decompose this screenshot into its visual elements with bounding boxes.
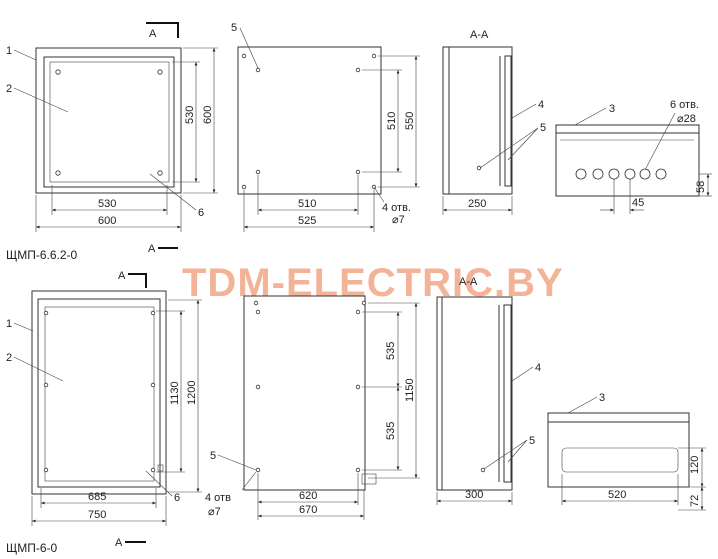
callout-2-top: 2	[6, 83, 12, 95]
callout-3-top: 3	[609, 103, 615, 115]
top-front-view: А 1 2 6 530 600 530 600 А ЩМП	[6, 22, 218, 262]
dim-bottom-back-h: 1150	[404, 378, 416, 402]
callout-6-bottom: 6	[174, 492, 180, 504]
section-mark-bottom: А	[118, 270, 126, 282]
dim-top-side-depth: 250	[468, 198, 486, 210]
section-mark-top-bottom: А	[148, 243, 156, 255]
dim-bottom-plan-h2: 72	[689, 495, 701, 507]
callout-6-top: 6	[198, 207, 204, 219]
dim-top-front-outer-h: 600	[202, 106, 214, 124]
dim-bottom-side-depth: 300	[465, 489, 483, 501]
dim-bottom-back-hole-w: 620	[299, 490, 317, 502]
dim-top-bottom-height: 58	[695, 181, 707, 193]
note-top-bottom-holes-dia: ⌀28	[677, 113, 696, 125]
dim-top-front-outer-w: 600	[98, 215, 116, 227]
callout-5-top-section: 5	[540, 122, 546, 134]
dim-bottom-back-w: 670	[299, 504, 317, 516]
dim-bottom-back-hole-h1: 535	[385, 342, 397, 360]
note-top-back-holes-count: 4 отв.	[382, 202, 411, 214]
dim-top-front-inner-w: 530	[98, 198, 116, 210]
dim-top-back-h: 550	[404, 112, 416, 130]
note-bottom-back-holes-count: 4 отв	[205, 492, 231, 504]
callout-4-bottom: 4	[535, 362, 541, 374]
callout-1-bottom: 1	[6, 318, 12, 330]
dim-bottom-front-outer-h: 1200	[186, 381, 198, 405]
model-label-bottom: ЩМП-6-0	[6, 541, 58, 555]
dim-bottom-plan-h1: 120	[689, 456, 701, 474]
top-back-view: 5 510 525 510 550 4 отв. ⌀7	[231, 22, 420, 232]
dim-top-front-inner-h: 530	[184, 106, 196, 124]
callout-5-bottom-back: 5	[210, 450, 216, 462]
section-title-top: А-А	[470, 29, 489, 41]
dim-top-back-w: 525	[298, 215, 316, 227]
dim-top-back-hole-w: 510	[298, 198, 316, 210]
callout-5-top-back: 5	[231, 22, 237, 34]
section-title-bottom: А-А	[459, 276, 478, 288]
dim-bottom-plan-w: 520	[608, 489, 626, 501]
note-top-back-holes-dia: ⌀7	[392, 214, 405, 226]
top-plan-view: 3 6 отв. ⌀28 45 58	[555, 99, 712, 214]
dim-bottom-front-inner-h: 1130	[169, 381, 181, 405]
model-label-top: ЩМП-6.6.2-0	[6, 248, 78, 262]
dim-bottom-front-outer-w: 750	[88, 509, 106, 521]
note-top-bottom-holes-count: 6 отв.	[670, 99, 699, 111]
note-bottom-back-holes-dia: ⌀7	[208, 506, 221, 518]
callout-4-top: 4	[538, 99, 544, 111]
top-section-view: А-А 4 5 250	[442, 29, 546, 215]
callout-3-bottom: 3	[599, 392, 605, 404]
section-mark-top: А	[149, 28, 157, 40]
bottom-plan-view: 3 120 72 520	[547, 392, 706, 511]
watermark: TDM-ELECTRIC.BY	[182, 261, 564, 305]
bottom-front-view: А 1 2 6 685 750 1130 1200 А	[6, 270, 202, 555]
dim-bottom-back-hole-h2: 535	[385, 422, 397, 440]
bottom-section-view: А-А 4 5 300	[436, 276, 541, 505]
section-mark-bottom-bottom: А	[115, 537, 123, 549]
bottom-back-view: 5 4 отв ⌀7 620 670 535 535 1150	[205, 295, 420, 520]
dim-top-back-hole-h: 510	[386, 112, 398, 130]
callout-1-top: 1	[6, 45, 12, 57]
dim-bottom-front-inner-w: 685	[88, 491, 106, 503]
dim-top-bottom-pitch: 45	[632, 197, 644, 209]
callout-5-bottom-section: 5	[529, 435, 535, 447]
callout-2-bottom: 2	[6, 352, 12, 364]
